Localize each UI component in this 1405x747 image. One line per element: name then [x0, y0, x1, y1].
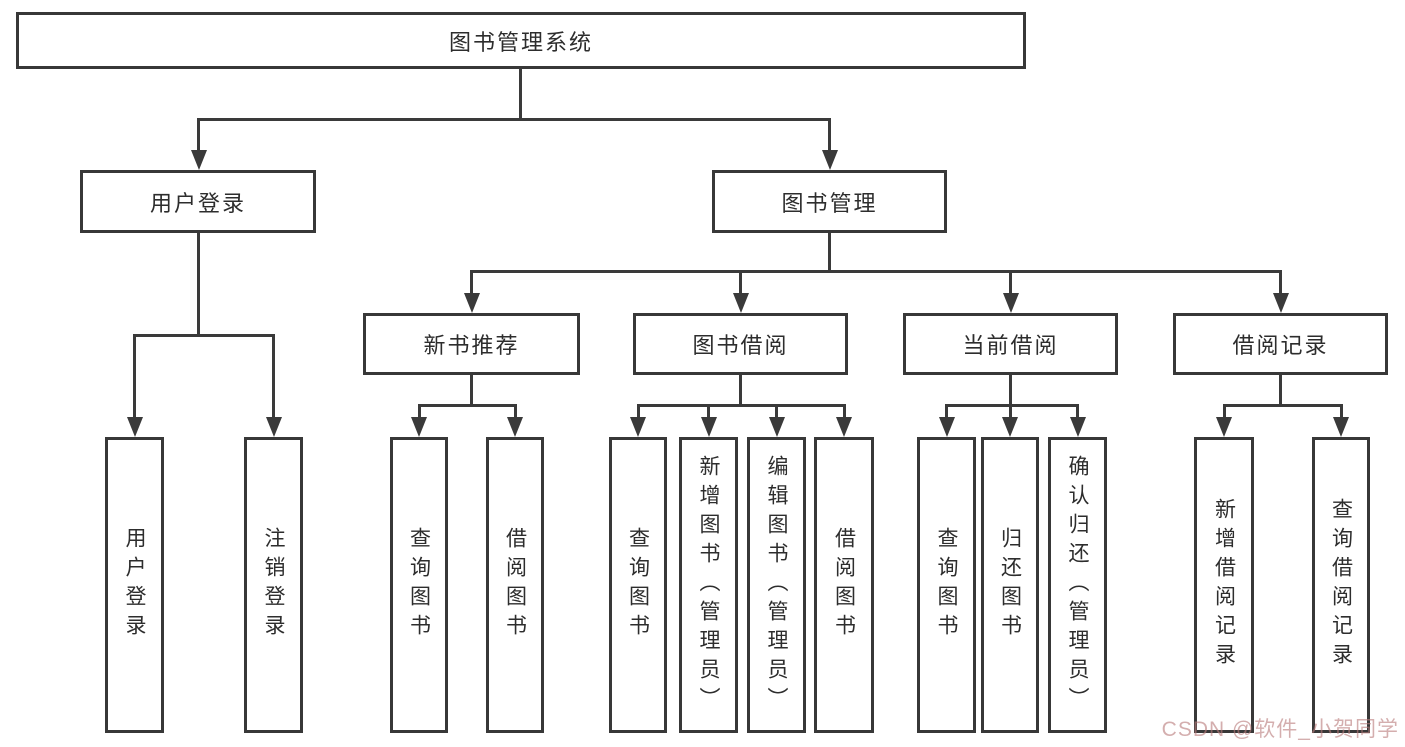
arrowhead-icon: [1002, 417, 1018, 437]
arrowhead-icon: [1070, 417, 1086, 437]
connector-vline: [197, 118, 200, 154]
connector-vline: [1009, 375, 1012, 406]
arrowhead-icon: [836, 417, 852, 437]
leaf-borrowing-query-books: 查询图书: [609, 437, 667, 733]
connector-vline: [1076, 404, 1079, 421]
connector-vline: [1009, 270, 1012, 297]
connector-vline: [470, 375, 473, 406]
connector-vline: [1009, 404, 1012, 421]
leaf-newbooks-borrow-books: 借阅图书: [486, 437, 544, 733]
connector-vline: [775, 404, 778, 421]
connector-vline: [1279, 270, 1282, 297]
connector-vline: [514, 404, 517, 421]
leaf-user-login: 用户登录: [105, 437, 164, 733]
arrowhead-icon: [733, 293, 749, 313]
arrowhead-icon: [769, 417, 785, 437]
connector-hline: [133, 334, 275, 337]
connector-vline: [739, 375, 742, 406]
node-borrowing-records: 借阅记录: [1173, 313, 1388, 375]
arrowhead-icon: [701, 417, 717, 437]
arrowhead-icon: [939, 417, 955, 437]
leaf-logout: 注销登录: [244, 437, 303, 733]
connector-hline: [418, 404, 517, 407]
connector-vline: [133, 334, 136, 421]
leaf-newbooks-query-books: 查询图书: [390, 437, 448, 733]
arrowhead-icon: [507, 417, 523, 437]
connector-vline: [945, 404, 948, 421]
arrowhead-icon: [127, 417, 143, 437]
leaf-borrowing-borrow-books: 借阅图书: [814, 437, 874, 733]
node-new-book-recommendation: 新书推荐: [363, 313, 580, 375]
watermark: CSDN @软件_小贺同学: [1161, 718, 1399, 741]
connector-vline: [418, 404, 421, 421]
arrowhead-icon: [191, 150, 207, 170]
connector-vline: [470, 270, 473, 297]
node-book-management: 图书管理: [712, 170, 947, 233]
connector-vline: [637, 404, 640, 421]
connector-vline: [707, 404, 710, 421]
arrowhead-icon: [630, 417, 646, 437]
leaf-current-confirm-return-admin: 确认归还（管理员）: [1048, 437, 1107, 733]
node-current-borrowing: 当前借阅: [903, 313, 1118, 375]
connector-hline: [1223, 404, 1343, 407]
connector-vline: [828, 233, 831, 273]
arrowhead-icon: [1216, 417, 1232, 437]
connector-vline: [1223, 404, 1226, 421]
node-user-login: 用户登录: [80, 170, 316, 233]
arrowhead-icon: [1273, 293, 1289, 313]
connector-vline: [1340, 404, 1343, 421]
connector-vline: [1279, 375, 1282, 406]
arrowhead-icon: [1333, 417, 1349, 437]
node-book-borrowing: 图书借阅: [633, 313, 848, 375]
arrowhead-icon: [411, 417, 427, 437]
node-root: 图书管理系统: [16, 12, 1026, 69]
connector-hline: [637, 404, 846, 407]
leaf-records-query-record: 查询借阅记录: [1312, 437, 1370, 733]
leaf-current-return-books: 归还图书: [981, 437, 1039, 733]
arrowhead-icon: [464, 293, 480, 313]
connector-hline: [945, 404, 1079, 407]
connector-vline: [843, 404, 846, 421]
connector-hline: [470, 270, 1282, 273]
arrowhead-icon: [822, 150, 838, 170]
leaf-records-add-record: 新增借阅记录: [1194, 437, 1254, 733]
connector-vline: [272, 334, 275, 421]
connector-vline: [197, 233, 200, 337]
connector-vline: [739, 270, 742, 297]
arrowhead-icon: [266, 417, 282, 437]
connector-vline: [828, 118, 831, 154]
connector-vline: [519, 68, 522, 120]
leaf-borrowing-edit-books-admin: 编辑图书（管理员）: [747, 437, 806, 733]
leaf-borrowing-add-books-admin: 新增图书（管理员）: [679, 437, 738, 733]
arrowhead-icon: [1003, 293, 1019, 313]
connector-hline: [197, 118, 831, 121]
leaf-current-query-books: 查询图书: [917, 437, 976, 733]
